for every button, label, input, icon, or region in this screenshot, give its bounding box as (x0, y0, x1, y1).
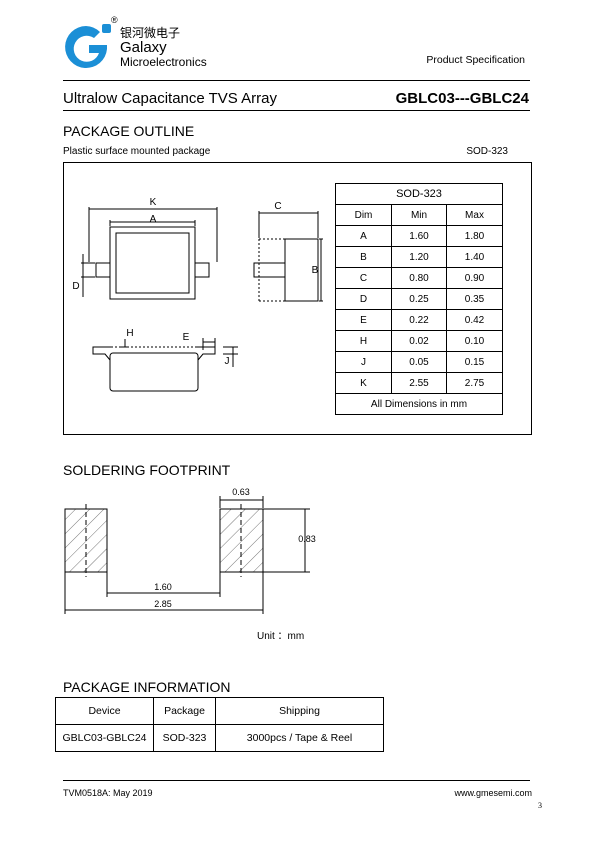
footer-divider (63, 780, 530, 781)
logo-name-galaxy: Galaxy (120, 39, 167, 56)
dimension-table-footer: All Dimensions in mm (335, 393, 503, 415)
footprint-dim-outer: 2.85 (154, 599, 172, 609)
dimension-cell: 0.15 (446, 351, 503, 373)
dimension-cell: 0.25 (391, 288, 447, 310)
package-information-heading: PACKAGE INFORMATION (63, 679, 231, 695)
footprint-dim-inner: 1.60 (154, 582, 172, 592)
dim-label-d: D (72, 281, 79, 292)
package-info-cell: SOD-323 (153, 724, 216, 752)
dimension-cell: 0.80 (391, 267, 447, 289)
package-info-header: Device (55, 697, 154, 725)
dimension-table-header: Dim (335, 204, 392, 226)
dim-label-j: J (225, 356, 230, 367)
dimension-cell: 2.75 (446, 372, 503, 394)
footprint-unit-note: Unit ：mm (257, 631, 305, 642)
dimension-cell: B (335, 246, 392, 268)
dimension-cell: C (335, 267, 392, 289)
dimension-cell: H (335, 330, 392, 352)
dim-label-h: H (126, 328, 133, 339)
dimension-cell: K (335, 372, 392, 394)
dimension-cell: 1.80 (446, 225, 503, 247)
part-range: GBLC03---GBLC24 (395, 90, 529, 107)
galaxy-logo-icon (65, 24, 111, 68)
product-specification-label: Product Specification (426, 54, 525, 66)
dimension-cell: 0.90 (446, 267, 503, 289)
table-row: GBLC03-GBLC24 SOD-323 3000pcs / Tape & R… (55, 724, 384, 752)
footprint-dim-pad-width: 0.63 (232, 487, 250, 497)
dimension-table-header: Min (391, 204, 447, 226)
header-divider (63, 80, 530, 81)
package-info-cell: GBLC03-GBLC24 (55, 724, 154, 752)
dimension-cell: E (335, 309, 392, 331)
dimension-cell: 0.10 (446, 330, 503, 352)
dimension-cell: D (335, 288, 392, 310)
registered-mark: ® (111, 15, 118, 25)
dimension-table-header: Max (446, 204, 503, 226)
dim-label-k: K (150, 197, 157, 208)
logo-name-microelectronics: Microelectronics (120, 55, 207, 69)
package-description: Plastic surface mounted package (63, 146, 211, 157)
package-code: SOD-323 (466, 146, 508, 157)
package-outline-heading: PACKAGE OUTLINE (63, 123, 195, 139)
footer-doc-id: TVM0518A: May 2019 (63, 788, 153, 798)
dimension-cell: 1.20 (391, 246, 447, 268)
dimension-cell: 0.22 (391, 309, 447, 331)
page-number: 3 (538, 801, 542, 810)
package-information-table: Device Package Shipping GBLC03-GBLC24 SO… (55, 697, 384, 752)
footer-website: www.gmesemi.com (454, 788, 532, 798)
dim-label-b: B (312, 265, 319, 276)
package-info-header: Shipping (215, 697, 384, 725)
dimension-cell: 0.02 (391, 330, 447, 352)
package-outline-frame (63, 162, 532, 435)
dimension-cell: 2.55 (391, 372, 447, 394)
dimension-cell: A (335, 225, 392, 247)
dimension-cell: 0.05 (391, 351, 447, 373)
product-title: Ultralow Capacitance TVS Array (63, 90, 277, 107)
dimension-cell: 0.42 (446, 309, 503, 331)
dimension-cell: 1.60 (391, 225, 447, 247)
soldering-footprint-heading: SOLDERING FOOTPRINT (63, 462, 231, 478)
dimension-cell: 0.35 (446, 288, 503, 310)
footprint-dim-pad-height: 0.83 (298, 534, 316, 544)
dimension-cell: 1.40 (446, 246, 503, 268)
dimension-cell: J (335, 351, 392, 373)
title-divider (63, 110, 530, 111)
dimension-table-title: SOD-323 (335, 183, 503, 205)
soldering-footprint-drawing: 0.63 0.83 1.60 2.85 (64, 487, 316, 614)
logo-chinese-name: 银河微电子 (120, 26, 181, 40)
package-outline-drawing: K A C B D H E J (72, 197, 323, 392)
package-info-cell: 3000pcs / Tape & Reel (215, 724, 384, 752)
package-info-header: Package (153, 697, 216, 725)
dim-label-a: A (150, 214, 157, 225)
dim-label-c: C (274, 201, 281, 212)
dim-label-e: E (183, 332, 190, 343)
